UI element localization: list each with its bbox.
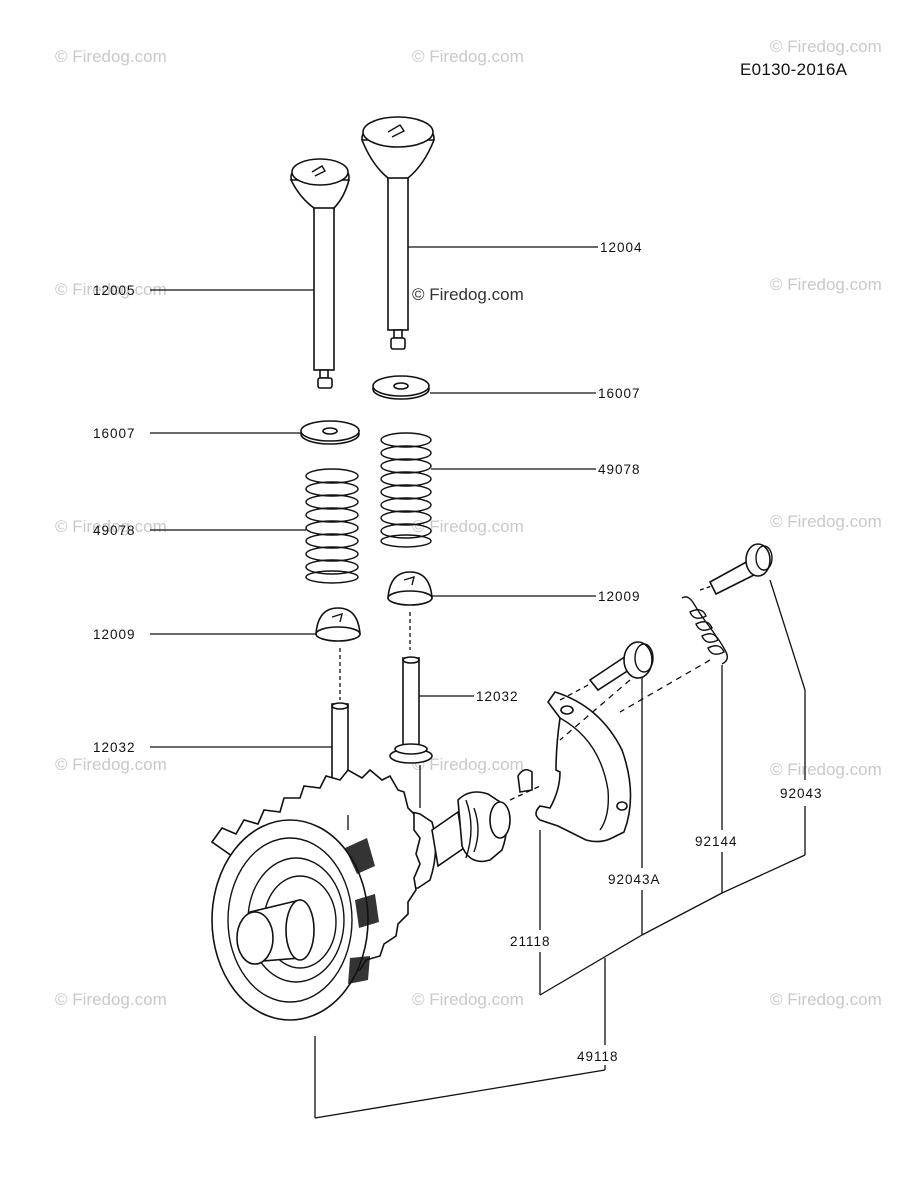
watermark: © Firedog.com — [55, 517, 167, 536]
spring-49078-left — [305, 468, 359, 584]
retainer-12009-left — [315, 607, 361, 642]
watermark: © Firedog.com — [55, 280, 167, 299]
watermark: © Firedog.com — [55, 755, 167, 774]
callout-92043A: 92043A — [608, 872, 661, 887]
watermark: © Firedog.com — [55, 47, 167, 66]
callout-16007: 16007 — [598, 386, 641, 401]
pin-92043 — [559, 543, 773, 741]
callout-49078: 49078 — [93, 523, 136, 538]
watermark: © Firedog.com — [55, 990, 167, 1009]
watermark: © Firedog.com — [770, 275, 882, 294]
watermark-layer: © Firedog.com © Firedog.com © Firedog.co… — [55, 37, 882, 1009]
valve-12005 — [289, 158, 351, 389]
callout-12005: 12005 — [93, 283, 136, 298]
washer-16007-left — [300, 420, 360, 445]
tappet-12032-right — [389, 612, 433, 764]
valve-12004 — [360, 116, 436, 350]
watermark: © Firedog.com — [412, 285, 524, 304]
watermark: © Firedog.com — [770, 37, 882, 56]
callout-92043: 92043 — [780, 786, 823, 801]
watermark: © Firedog.com — [412, 990, 524, 1009]
callout-labels: 12004 12005 16007 16007 49078 49078 1200… — [93, 240, 823, 1064]
callout-12032: 12032 — [93, 740, 136, 755]
watermark: © Firedog.com — [412, 47, 524, 66]
callout-49078: 49078 — [598, 462, 641, 477]
callout-16007: 16007 — [93, 426, 136, 441]
callout-92144: 92144 — [695, 834, 738, 849]
washer-16007-right — [372, 375, 430, 400]
watermark: © Firedog.com — [412, 517, 524, 536]
callout-12004: 12004 — [600, 240, 643, 255]
callout-12009: 12009 — [93, 627, 136, 642]
callout-12009: 12009 — [598, 589, 641, 604]
watermark: © Firedog.com — [770, 760, 882, 779]
callout-49118: 49118 — [577, 1049, 619, 1064]
watermark: © Firedog.com — [770, 990, 882, 1009]
camshaft-49118 — [210, 768, 511, 1021]
callout-21118: 21118 — [510, 934, 551, 949]
watermark: © Firedog.com — [412, 755, 524, 774]
callout-12032: 12032 — [476, 689, 519, 704]
retainer-12009-right — [387, 571, 433, 606]
leader-lines — [150, 246, 806, 1119]
spring-92144 — [681, 596, 729, 665]
watermark: © Firedog.com — [770, 512, 882, 531]
pin-92043A — [559, 641, 654, 701]
diagram-reference-code: E0130-2016A — [740, 60, 848, 79]
spring-49078-right — [380, 432, 432, 548]
governor-weight-21118 — [509, 691, 632, 843]
